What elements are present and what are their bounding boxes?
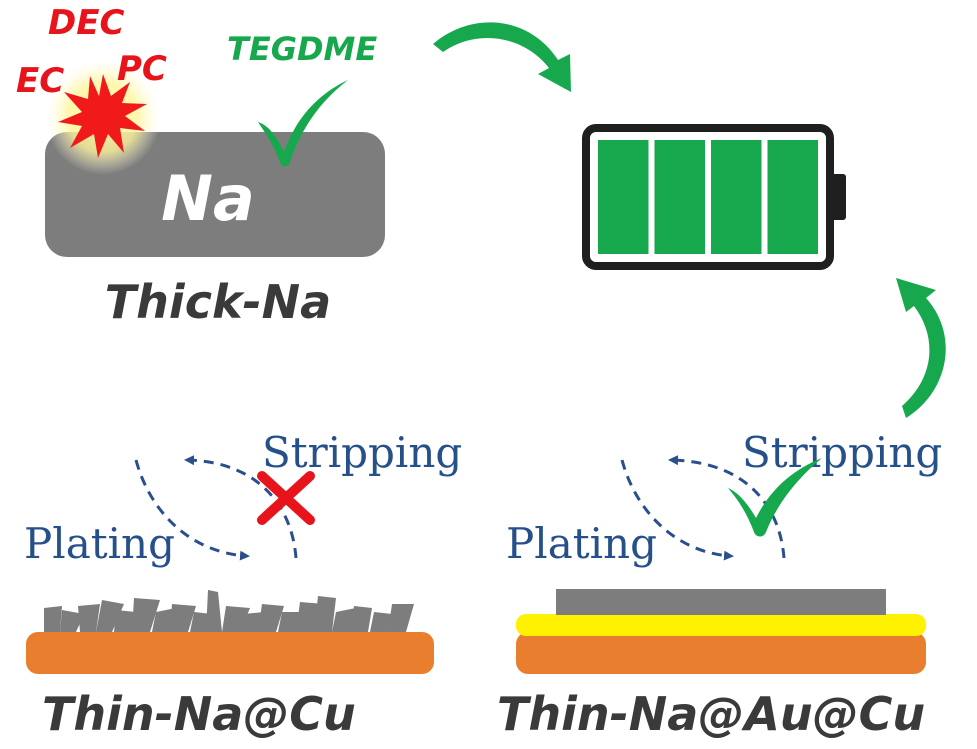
thick-na-caption: Thick-Na bbox=[105, 275, 331, 329]
thick-na-panel: Na DEC EC PC TEGDME Thick-Na bbox=[16, 3, 385, 329]
check-mark-icon bbox=[728, 458, 822, 537]
thin-sodium-layer bbox=[556, 589, 886, 615]
thin-na-cu-panel: Stripping Plating Thin-Na@Cu bbox=[24, 428, 462, 741]
stripping-label-cu: Stripping bbox=[262, 428, 462, 477]
explosion-icon bbox=[58, 74, 147, 158]
stripping-label-au: Stripping bbox=[742, 428, 942, 477]
thin-na-cu-caption: Thin-Na@Cu bbox=[42, 687, 356, 741]
thin-na-au-cu-caption: Thin-Na@Au@Cu bbox=[497, 687, 925, 741]
gold-layer bbox=[516, 614, 926, 636]
cycle-arrow-right bbox=[896, 278, 946, 418]
battery-cells bbox=[598, 140, 818, 254]
thin-na-au-cu-panel: Stripping Plating Thin-Na@Au@Cu bbox=[497, 428, 942, 741]
sodium-symbol: Na bbox=[161, 162, 255, 235]
battery-cell bbox=[654, 140, 705, 254]
battery-cell bbox=[598, 140, 649, 254]
battery-terminal bbox=[830, 174, 846, 220]
plating-label-cu: Plating bbox=[24, 519, 175, 568]
sodium-dendrites bbox=[44, 590, 414, 632]
battery-cell bbox=[767, 140, 818, 254]
solvent-tegdme: TEGDME bbox=[227, 30, 377, 68]
battery-cell bbox=[711, 140, 762, 254]
plating-label-au: Plating bbox=[506, 519, 657, 568]
check-mark-icon bbox=[258, 80, 348, 167]
solvent-ec: EC bbox=[16, 61, 64, 101]
solvent-dec: DEC bbox=[48, 3, 124, 43]
copper-substrate bbox=[26, 632, 434, 674]
solvent-pc: PC bbox=[117, 49, 167, 89]
stripping-arrow bbox=[668, 455, 786, 559]
cycle-arrow-top bbox=[433, 22, 571, 92]
battery-icon bbox=[582, 124, 846, 270]
plating-arrow bbox=[134, 459, 250, 561]
copper-substrate bbox=[516, 632, 926, 674]
stripping-arrow bbox=[184, 455, 298, 559]
cross-mark-icon bbox=[257, 471, 315, 525]
plating-arrow bbox=[620, 459, 734, 561]
